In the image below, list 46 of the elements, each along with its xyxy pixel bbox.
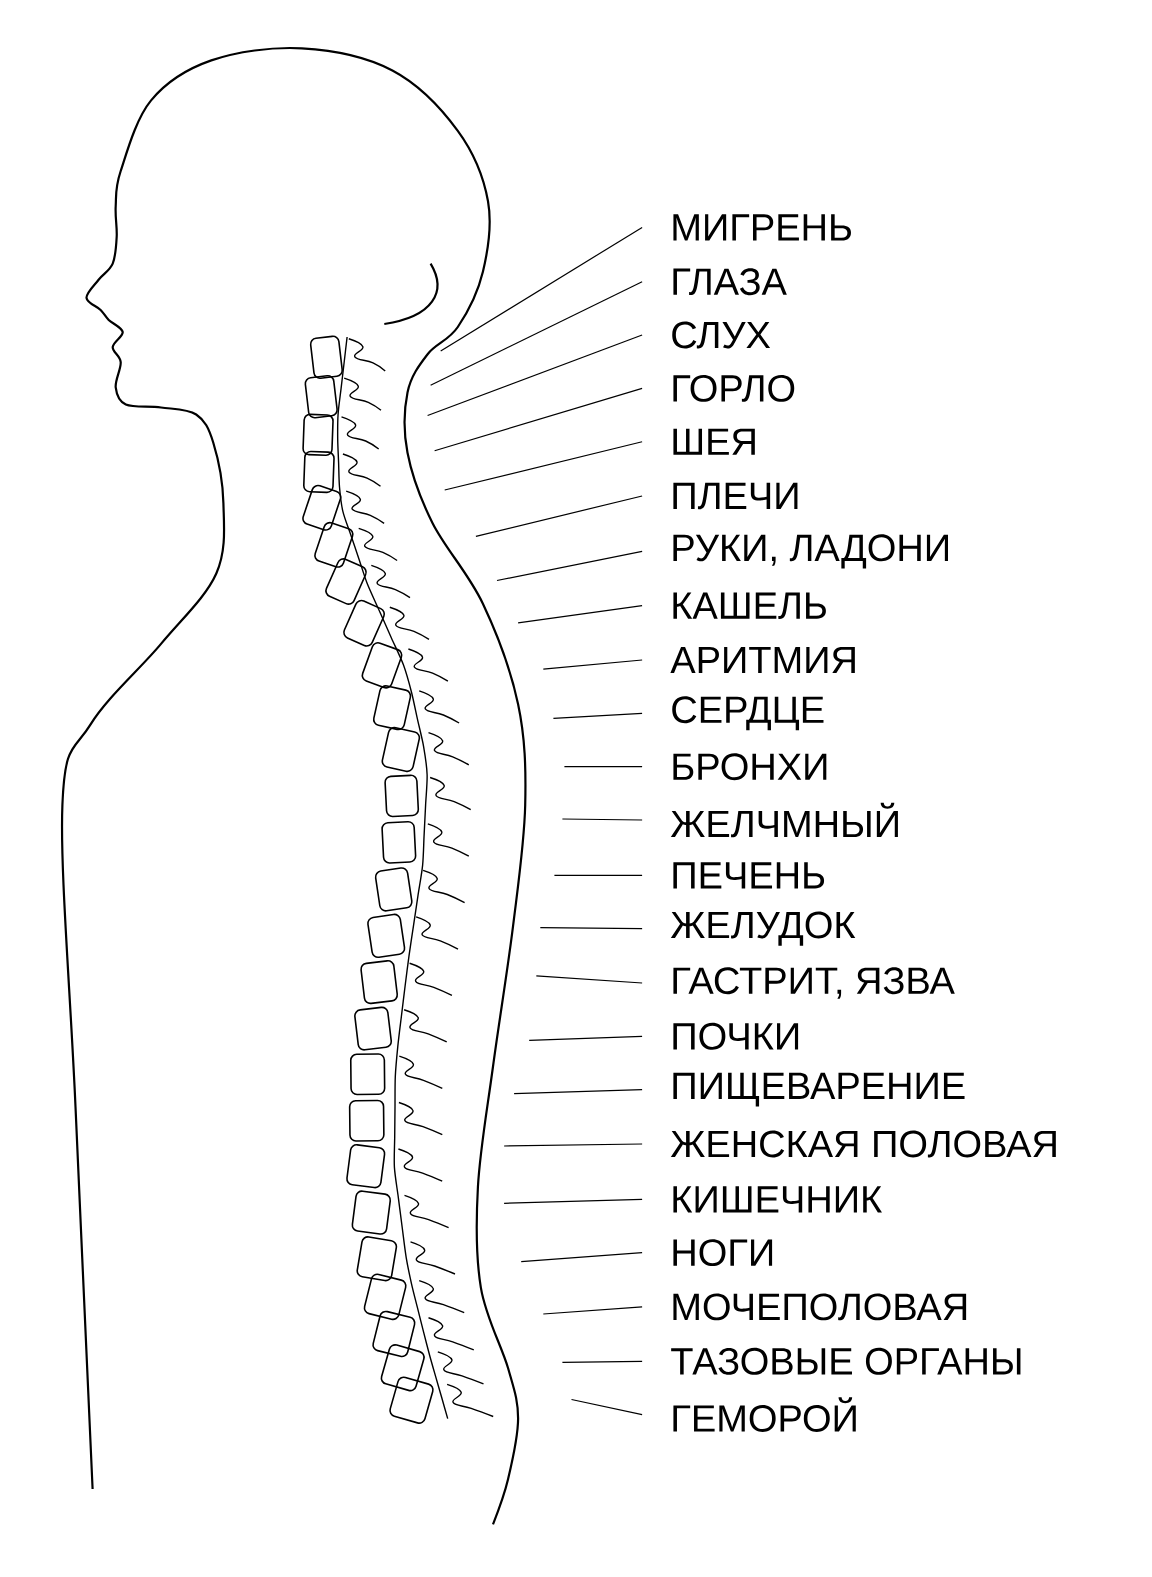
organ-label: СЕРДЦЕ [672,696,824,731]
leader-line [503,1143,643,1147]
leader-line [517,605,643,624]
organ-label: ТАЗОВЫЕ ОРГАНЫ [671,1347,1021,1375]
organ-label: СЛУХ [672,321,771,349]
leader-line [535,975,643,984]
leader-line [520,1252,643,1263]
organ-label: ПИЩЕВАРЕНИЕ [673,1072,965,1107]
organ-label: НОГИ [673,1239,773,1267]
leader-line [561,1360,643,1363]
leader-line [539,927,643,930]
organ-label: ПЛЕЧИ [673,482,798,510]
organ-label: ГЕМОРОЙ [673,1397,856,1432]
organ-label: ЖЕЛЧМНЫЙ [670,802,898,838]
leader-line [542,1306,643,1315]
leader-line [440,226,643,352]
leader-line [513,1089,643,1095]
leader-line [427,334,643,417]
leader-line [561,818,643,821]
leader-line [434,387,643,452]
leader-line [430,281,643,386]
leader-line [542,659,643,670]
leader-line [553,874,643,876]
organ-label: МОЧЕПОЛОВАЯ [673,1293,967,1321]
organ-label: ЖЕНСКАЯ ПОЛОВАЯ [670,1130,1056,1158]
organ-label: КАШЕЛЬ [673,592,826,619]
leader-line [570,1398,643,1416]
leader-line [496,550,643,582]
organ-label: МИГРЕНЬ [673,214,851,241]
organ-label: КИШЕЧНИК [673,1186,882,1213]
organ-label: БРОНХИ [673,753,827,781]
organ-label: АРИТМИЯ [670,646,855,674]
organ-label: ШЕЯ [673,428,755,455]
leader-line [563,766,643,768]
organ-label: ПОЧКИ [673,1022,799,1050]
organ-label: ГЛАЗА [673,268,787,296]
leader-line [552,712,643,719]
organ-label: ГАСТРИТ, ЯЗВА [673,967,955,999]
leader-line [528,1035,643,1041]
leader-line [444,441,643,491]
organ-label: ПЕЧЕНЬ [673,862,825,889]
organ-label: ЖЕЛУДОК [670,911,856,946]
organ-label: ГОРЛО [673,374,795,402]
organ-label: РУКИ, ЛАДОНИ [673,534,948,569]
leader-line [503,1198,643,1204]
leader-line [475,495,643,537]
